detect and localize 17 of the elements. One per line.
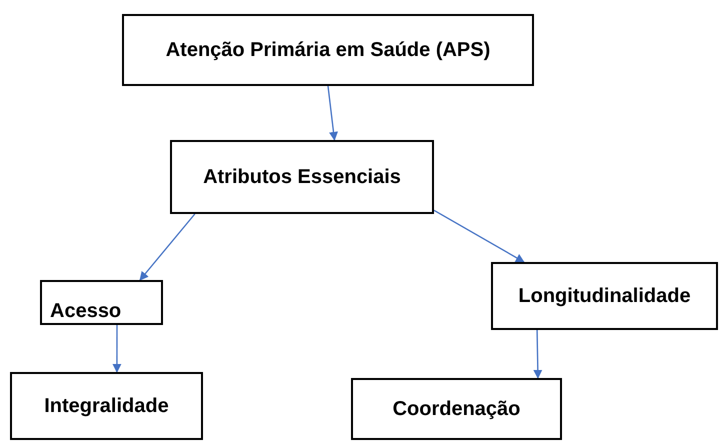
text-box: [122, 14, 534, 86]
box-label: Acesso: [50, 300, 122, 323]
box-label: Longitudinalidade: [518, 284, 691, 308]
text-box: [351, 378, 562, 440]
arrow: [112, 325, 122, 373]
arrow: [139, 214, 196, 281]
arrow: [327, 86, 338, 141]
box-label: Atenção Primária em Saúde (APS): [166, 38, 490, 62]
text-box: [40, 280, 163, 325]
box-label: Integralidade: [44, 394, 169, 418]
text-box: [170, 140, 434, 214]
text-box: [10, 372, 203, 440]
arrow: [434, 210, 525, 263]
arrow: [533, 330, 542, 379]
box-label: Atributos Essenciais: [203, 166, 401, 188]
text-box: [491, 262, 718, 330]
box-label: Coordenação: [392, 398, 520, 420]
